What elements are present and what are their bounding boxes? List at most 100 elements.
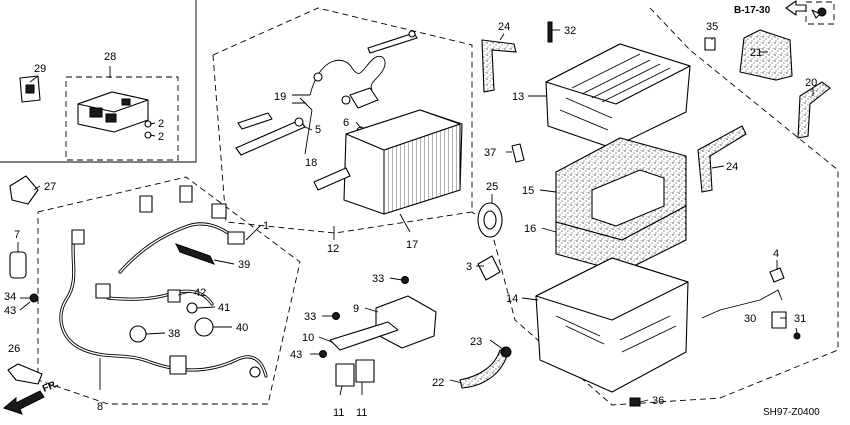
drawing-code-text: SH97-Z0400	[763, 407, 820, 418]
callout-24b: 24	[726, 161, 738, 173]
callout-13: 13	[512, 91, 524, 103]
evaporator-top-icon	[345, 109, 461, 151]
seal-25-inner-icon	[483, 210, 497, 230]
screw-33-lower-icon	[332, 312, 340, 320]
bracket-20-icon	[797, 81, 831, 139]
callout-9: 9	[353, 303, 359, 315]
hose-24-upper-icon	[481, 39, 517, 93]
upper-case-ribs-icon	[571, 53, 671, 103]
callout-27: 27	[44, 181, 56, 193]
callout-7: 7	[14, 229, 20, 241]
outlet-pipe-icon	[313, 167, 351, 191]
callout-12: 12	[327, 243, 339, 255]
valve-port-icon	[341, 95, 351, 105]
lower-case-ribs-icon	[555, 315, 677, 353]
hoses	[459, 39, 747, 389]
callout-11b: 11	[356, 407, 367, 419]
upper-case	[545, 43, 691, 149]
wire-harness	[7, 175, 268, 385]
bracket-21-icon	[739, 29, 793, 81]
reference-box	[805, 1, 835, 25]
callout-25: 25	[486, 181, 498, 193]
clip-3-icon	[477, 255, 501, 281]
callout-2b: 2	[158, 131, 164, 143]
callout-35: 35	[706, 21, 718, 33]
connector-b-icon	[139, 195, 153, 213]
callout-6: 6	[343, 117, 349, 129]
connector-a-icon	[71, 229, 85, 245]
bracket-9-icon	[375, 295, 437, 349]
callout-33a: 33	[372, 273, 384, 285]
callout-26: 26	[8, 343, 20, 355]
callout-33b: 33	[304, 311, 316, 323]
filter-case	[555, 137, 687, 273]
clip-37-icon	[511, 143, 525, 163]
bolt-35-icon	[704, 37, 716, 51]
front-direction-arrow: FR.	[2, 378, 60, 415]
pipe-joint-icon	[294, 117, 304, 127]
callout-18: 18	[305, 157, 317, 169]
harness-branch-a-inner	[119, 223, 233, 273]
arrow-left-icon	[785, 0, 807, 16]
connector-e-icon	[227, 231, 245, 245]
callout-42: 42	[194, 287, 206, 299]
screw-34-icon	[29, 293, 39, 303]
evaporator-group	[235, 30, 463, 215]
callout-3: 3	[466, 261, 472, 273]
callout-5: 5	[315, 124, 321, 136]
callout-24a: 24	[498, 21, 510, 33]
front-direction-label: FR.	[41, 378, 60, 394]
callout-2a: 2	[158, 118, 164, 130]
callout-10: 10	[302, 332, 314, 344]
reference-arrow: B-17-30	[734, 0, 835, 25]
lower-case-rim-icon	[535, 257, 689, 321]
callout-23: 23	[470, 336, 482, 348]
tube-cap-icon	[408, 30, 416, 38]
callout-32: 32	[564, 25, 576, 37]
drain-hose-22-icon	[459, 349, 509, 389]
callout-31: 31	[794, 313, 806, 325]
callout-34: 34	[4, 291, 16, 303]
housing-frame	[471, 7, 839, 406]
cover-inset-icon	[25, 84, 35, 94]
callout-40: 40	[236, 322, 248, 334]
callout-labels: 1 2 2 3 4 5 6 7 8 9 10 11 11 12 13 14 15…	[4, 21, 817, 419]
connector-f-icon	[95, 283, 111, 299]
screw-33-upper-icon	[401, 276, 409, 284]
grommet-7-icon	[9, 251, 27, 279]
connector-h-icon	[169, 355, 187, 375]
callout-16: 16	[524, 223, 536, 235]
connector-c-icon	[179, 185, 193, 203]
brackets	[739, 29, 831, 139]
relay-b-icon	[355, 359, 375, 383]
callout-43a: 43	[4, 305, 16, 317]
clip-26-icon	[7, 363, 43, 385]
bracket-10-icon	[329, 321, 399, 351]
callout-14: 14	[506, 293, 518, 305]
connector-i-icon	[249, 366, 261, 378]
callout-22: 22	[432, 377, 444, 389]
switch-assembly	[19, 75, 152, 139]
callout-15: 15	[522, 185, 534, 197]
sensor-bulb-icon	[313, 72, 323, 82]
callout-21: 21	[750, 47, 762, 59]
small-parts	[477, 21, 716, 407]
capillary-line-icon	[309, 55, 386, 96]
switch-connector-icon	[121, 98, 131, 106]
callout-8: 8	[97, 401, 103, 413]
screw-43-icon	[319, 350, 327, 358]
filter-case-16-icon	[555, 205, 687, 273]
resistor-40-icon	[194, 317, 214, 337]
lower-case	[535, 257, 689, 393]
callout-17: 17	[406, 239, 418, 251]
corner-divider-frame	[0, 0, 197, 163]
clip-41-icon	[186, 302, 198, 314]
callout-39: 39	[238, 259, 250, 271]
clamp-38-icon	[129, 325, 147, 343]
callout-43b: 43	[290, 349, 302, 361]
nut-36-icon	[629, 397, 641, 407]
clip-39-icon	[174, 243, 216, 265]
callout-1: 1	[263, 220, 269, 232]
upper-case-top-icon	[545, 43, 691, 105]
